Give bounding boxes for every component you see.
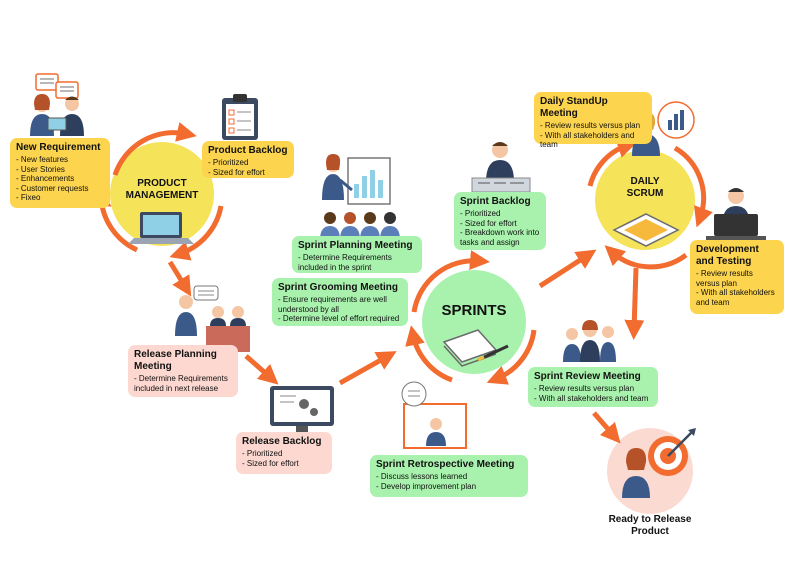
new-requirement-item: New features [16, 155, 104, 165]
new-requirement-item: Customer requests [16, 184, 104, 194]
release-planning-title: Release Planning Meeting [134, 349, 217, 372]
sprints-cycle-arrows [405, 250, 537, 385]
product-management-circle [110, 142, 214, 246]
sprint-review-title: Sprint Review Meeting [534, 371, 641, 382]
sprint-planning-item: Determine Requirements included in the s… [298, 253, 416, 272]
product-backlog-title: Product Backlog [208, 145, 288, 156]
team-icon [30, 73, 84, 136]
sprint-review-item: Review results versus plan [534, 384, 652, 394]
clipboard-icon [222, 94, 258, 140]
sprint-backlog-item: Breakdown work into tasks and assign [460, 228, 540, 247]
release-backlog-title: Release Backlog [242, 436, 322, 447]
sprint-grooming-box: Sprint Grooming Meeting Ensure requireme… [272, 278, 408, 326]
product-management-label: PRODUCT MANAGEMENT [112, 178, 212, 202]
sprints-label: SPRINTS [441, 302, 507, 319]
sprint-review-item: With all stakeholders and team [534, 394, 652, 404]
sprint-planning-box: Sprint Planning Meeting Determine Requir… [292, 236, 422, 273]
development-testing-item: With all stakeholders and team [696, 288, 778, 307]
sprint-planning-title: Sprint Planning Meeting [298, 240, 413, 251]
sprint-retrospective-box: Sprint Retrospective Meeting Discuss les… [370, 455, 528, 497]
daily-standup-title: Daily StandUp Meeting [540, 96, 608, 119]
sprint-grooming-item: Determine level of effort required [278, 314, 402, 324]
sprint-retrospective-item: Develop improvement plan [376, 482, 522, 492]
sprints-circle [422, 270, 526, 374]
product-backlog-box: Product Backlog Prioritized Sized for ef… [202, 141, 294, 178]
product-management-line2: MANAGEMENT [125, 190, 199, 201]
tester-icon [706, 188, 766, 240]
new-requirement-item: User Stories [16, 165, 104, 175]
review-team-icon [563, 320, 616, 362]
release-backlog-box: Release Backlog Prioritized Sized for ef… [236, 432, 332, 474]
sprint-backlog-item: Prioritized [460, 209, 540, 219]
release-backlog-item: Prioritized [242, 449, 326, 459]
product-backlog-item: Sized for effort [208, 168, 288, 178]
development-testing-item: Review results versus plan [696, 269, 778, 288]
release-backlog-item: Sized for effort [242, 459, 326, 469]
release-planning-icon [175, 285, 250, 352]
sprint-retrospective-title: Sprint Retrospective Meeting [376, 459, 515, 470]
tablet-icon [612, 213, 680, 247]
daily-scrum-line1: DAILY [630, 176, 660, 187]
ready-release-label: Ready to Release Product [590, 514, 710, 538]
new-requirement-box: New Requirement New features User Storie… [10, 138, 110, 208]
release-planning-item: Determine Requirements included in next … [134, 374, 232, 393]
sprint-backlog-item: Sized for effort [460, 219, 540, 229]
sprint-backlog-title: Sprint Backlog [460, 196, 531, 207]
monitor-icon [270, 386, 334, 435]
daily-standup-box: Daily StandUp Meeting Review results ver… [534, 92, 652, 149]
daily-standup-item: With all stakeholders and team [540, 131, 646, 150]
laptop-icon [128, 212, 194, 244]
developer-icon [471, 142, 531, 193]
daily-standup-item: Review results versus plan [540, 121, 646, 131]
presentation-icon [320, 154, 400, 240]
new-requirement-item: Fixeo [16, 193, 104, 203]
sprint-backlog-box: Sprint Backlog Prioritized Sized for eff… [454, 192, 546, 250]
daily-scrum-label: DAILY SCRUM [595, 176, 695, 200]
retrospective-screen-icon [401, 381, 467, 449]
new-requirement-title: New Requirement [16, 142, 101, 153]
ready-release-line2: Product [631, 526, 669, 537]
development-testing-box: Development and Testing Review results v… [690, 240, 784, 314]
notebook-icon [442, 329, 509, 367]
sprint-grooming-title: Sprint Grooming Meeting [278, 282, 398, 293]
daily-scrum-line2: SCRUM [626, 188, 664, 199]
sprint-review-box: Sprint Review Meeting Review results ver… [528, 367, 658, 407]
development-testing-title: Development and Testing [696, 244, 759, 267]
woman-release-icon [622, 448, 650, 498]
sprint-retrospective-item: Discuss lessons learned [376, 472, 522, 482]
ready-release-line1: Ready to Release [608, 514, 692, 525]
product-backlog-item: Prioritized [208, 158, 288, 168]
target-icon [648, 428, 696, 476]
new-requirement-item: Enhancements [16, 174, 104, 184]
sprint-grooming-item: Ensure requirements are well understood … [278, 295, 402, 314]
daily-scrum-circle [595, 150, 695, 250]
flow-arrows [167, 249, 645, 444]
release-planning-box: Release Planning Meeting Determine Requi… [128, 345, 238, 397]
product-management-line1: PRODUCT [137, 178, 187, 189]
